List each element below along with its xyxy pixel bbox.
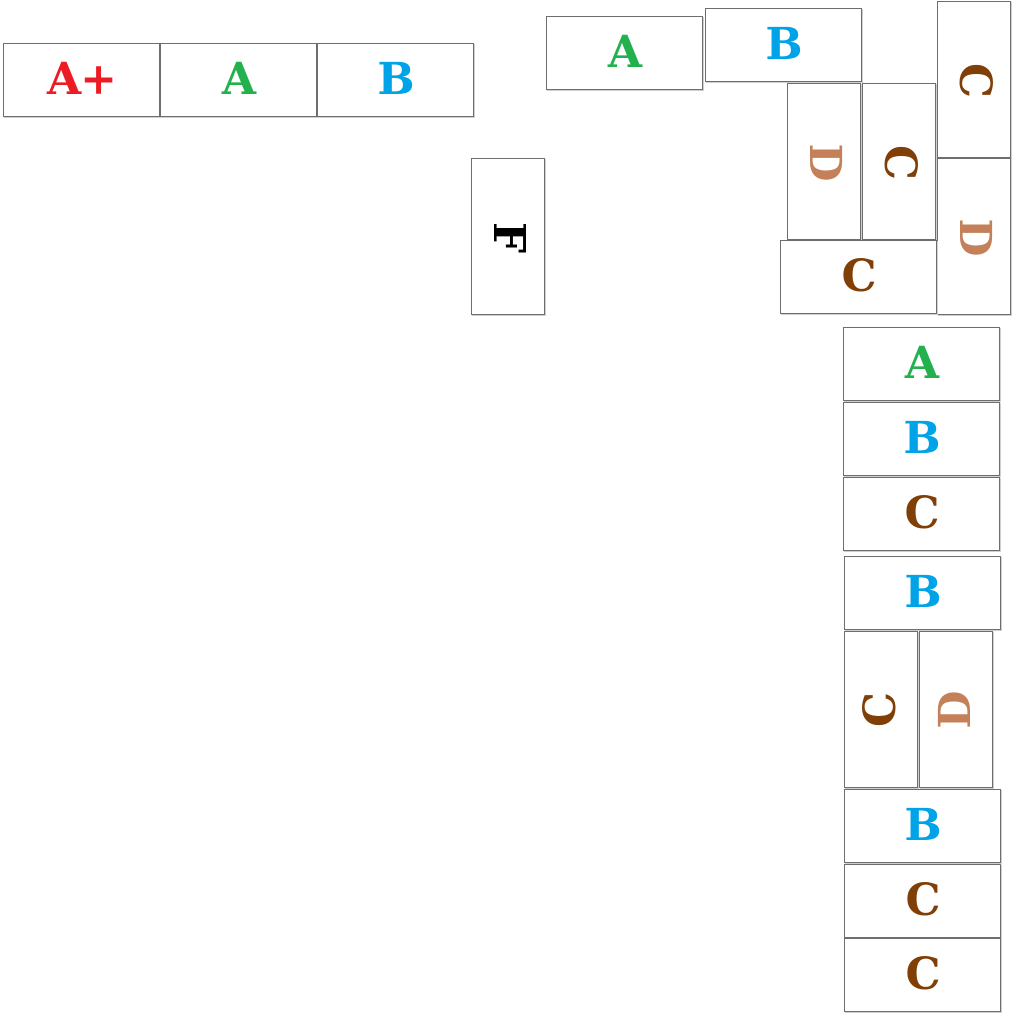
grade-tile-c-4[interactable]: C <box>843 477 1000 551</box>
grade-tile-a-3[interactable]: A <box>843 327 1000 401</box>
grade-letter: A <box>904 338 939 389</box>
grade-letter: C <box>855 692 906 727</box>
grade-letter: C <box>949 62 1000 97</box>
grade-letter: B <box>903 413 940 464</box>
grade-letter: B <box>904 800 941 851</box>
grade-tile-c-7[interactable]: C <box>844 938 1001 1012</box>
grade-letter: B <box>765 19 802 70</box>
grade-tile-b-3[interactable]: B <box>843 402 1000 476</box>
grade-tile-d-2[interactable]: D <box>937 158 1011 315</box>
grade-tile-f-1[interactable]: F <box>471 158 545 315</box>
grade-letter: C <box>841 251 876 302</box>
grade-tile-c-1[interactable]: C <box>937 1 1011 158</box>
grade-tile-b-4[interactable]: B <box>844 556 1001 630</box>
grade-letter: D <box>949 217 1000 256</box>
grade-tile-a-1[interactable]: A <box>160 43 317 117</box>
grade-letter: B <box>904 567 941 618</box>
grade-letter: A <box>607 27 642 78</box>
grade-letter: D <box>799 142 850 181</box>
grade-tile-b-5[interactable]: B <box>844 789 1001 863</box>
grade-tile-c-5[interactable]: C <box>844 631 918 788</box>
grade-letter: C <box>905 875 940 926</box>
grade-letter: C <box>874 144 925 179</box>
grade-tile-a-plus-1[interactable]: A+ <box>3 43 160 117</box>
grade-letter: C <box>905 949 940 1000</box>
grade-letter: B <box>377 54 414 105</box>
grade-tile-a-2[interactable]: A <box>546 16 703 90</box>
grade-tile-c-2[interactable]: C <box>862 83 936 240</box>
grade-tile-b-2[interactable]: B <box>705 8 862 82</box>
grade-tile-c-6[interactable]: C <box>844 864 1001 938</box>
grade-tile-c-3[interactable]: C <box>780 240 937 314</box>
grade-tile-b-1[interactable]: B <box>317 43 474 117</box>
grade-letter: D <box>930 690 981 729</box>
grade-letter: C <box>904 488 939 539</box>
grade-tile-d-3[interactable]: D <box>919 631 993 788</box>
grade-letter: A+ <box>46 54 117 105</box>
grade-letter: A <box>221 54 256 105</box>
grade-tile-d-1[interactable]: D <box>787 83 861 240</box>
grade-letter: F <box>483 221 534 252</box>
